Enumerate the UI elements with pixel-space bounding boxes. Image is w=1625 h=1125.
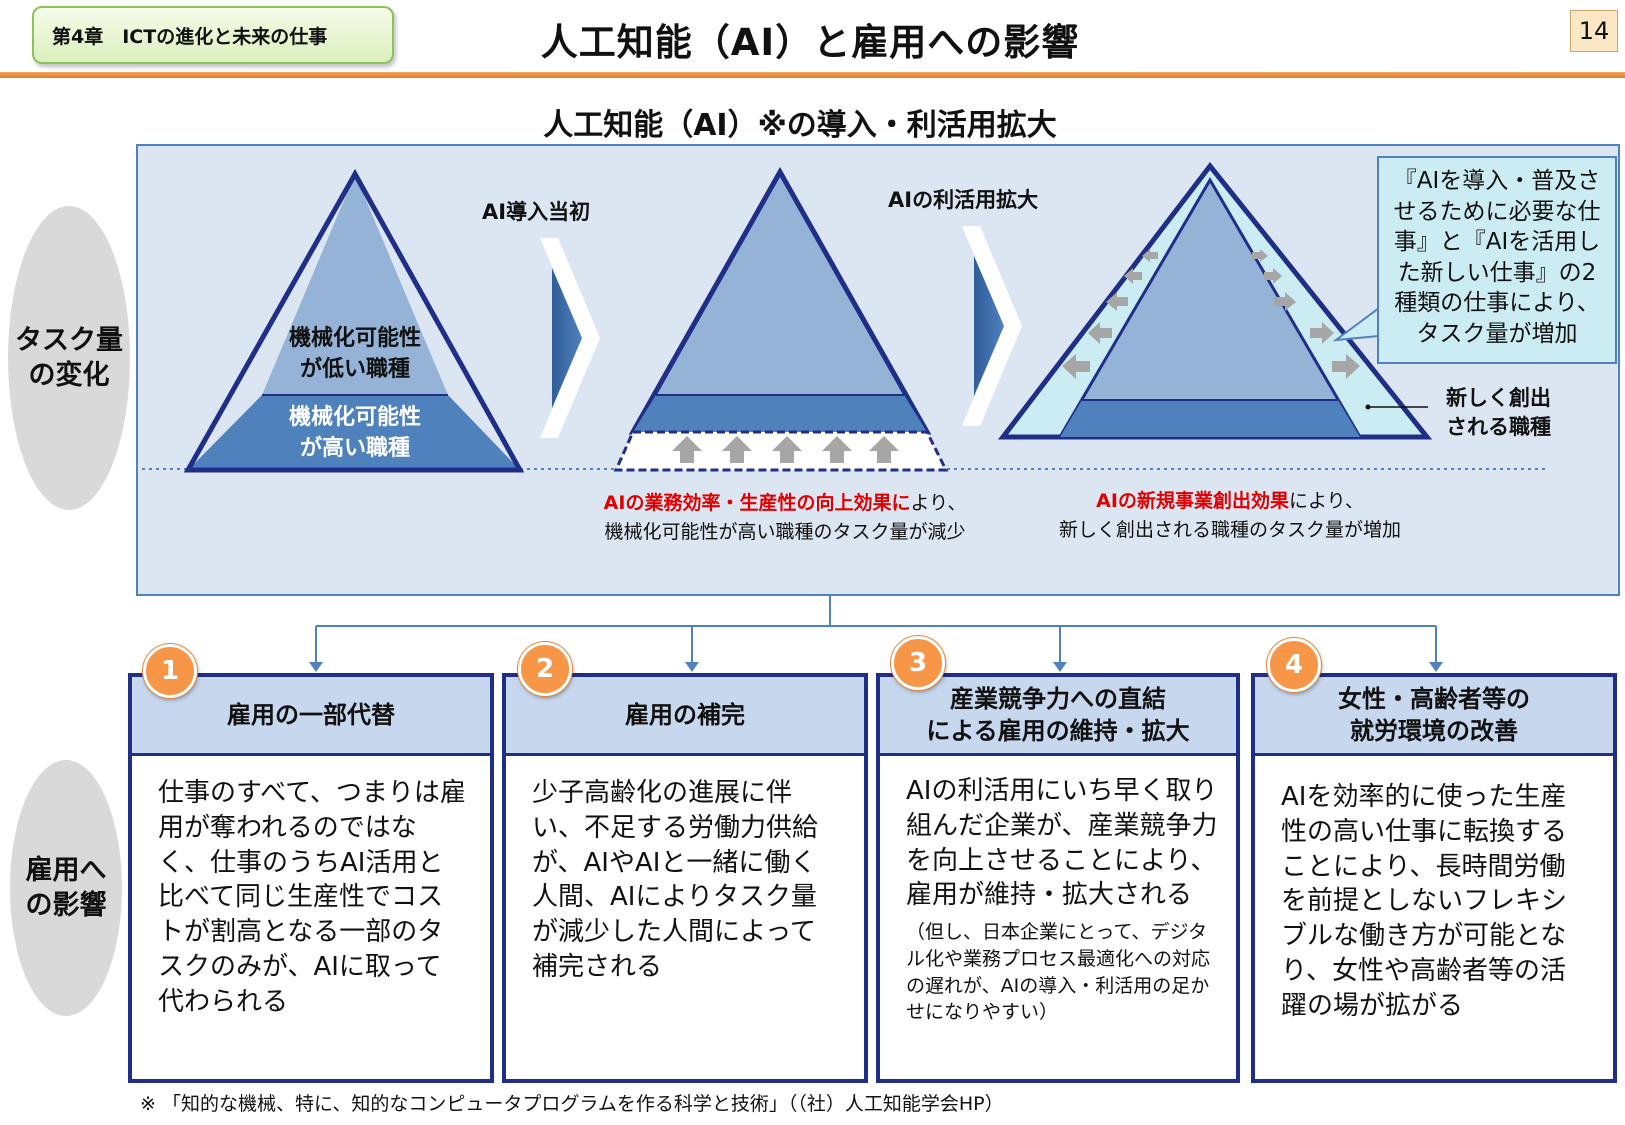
caption-new-business: AIの新規事業創出効果により、 新しく創出される職種のタスク量が増加 [1020, 487, 1440, 544]
left-arrow-icon [1124, 268, 1142, 284]
pyramid-high-automation-label: 機械化可能性 が高い職種 [288, 405, 421, 461]
down-arrow-icon [1053, 662, 1067, 672]
left-arrow-icon [1088, 322, 1112, 344]
pyramid-low-automation-label: 機械化可能性 が低い職種 [288, 326, 421, 382]
impact-card-body: AIの利活用にいち早く取り組んだ企業が、産業競争力を向上させることにより、雇用が… [906, 776, 1218, 911]
up-arrow-icon [822, 436, 852, 463]
callout-pointer [1332, 306, 1380, 342]
page-title: 人工知能（AI）と雇用への影響 [540, 21, 1080, 64]
right-arrow-icon [1252, 249, 1268, 262]
connector-lines [315, 596, 1437, 666]
caption-new-business-rest: により、 [1288, 490, 1364, 512]
footnote: ※ 「知的な機械、特に、知的なコンピュータプログラムを作る科学と技術」（（社）人… [140, 1093, 1004, 1115]
impact-card-title: 雇用の補完 [506, 677, 864, 756]
caption-efficiency-rest: より、 [910, 492, 967, 514]
caption-new-business-line2: 新しく創出される職種のタスク量が増加 [1058, 518, 1401, 541]
pyramid-expanded [997, 161, 1433, 440]
impact-card-body: 少子高齢化の進展に伴い、不足する労働力供給が、AIやAIと一緒に働く人間、AIに… [532, 778, 819, 983]
up-arrow-icon [772, 436, 802, 463]
number-badge-2: 2 [518, 642, 572, 696]
caption-efficiency-line2: 機械化可能性が高い職種のタスク量が減少 [604, 520, 966, 543]
header-divider [0, 72, 1625, 78]
up-arrow-icon [869, 436, 899, 463]
expansion-arrows [1062, 249, 1360, 379]
impact-card-body: AIを効率的に使った生産性の高い仕事に転換することにより、長時間労働を前提としな… [1281, 782, 1568, 1021]
right-arrow-icon [1274, 292, 1296, 311]
impact-card-2: 雇用の補完 少子高齢化の進展に伴い、不足する労働力供給が、AIやAIと一緒に働く… [502, 673, 868, 1083]
down-arrow-icon [685, 662, 699, 672]
left-arrow-icon [1106, 292, 1128, 311]
pyramid-after-adoption [613, 166, 949, 472]
stage-expansion-label: AIの利活用拡大 [888, 188, 1039, 212]
connector-arrowheads [309, 662, 1443, 672]
impact-side-label: 雇用へ の影響 [10, 760, 122, 1016]
pyramid-initial [183, 168, 525, 473]
impact-card-1: 雇用の一部代替 仕事のすべて、つまりは雇用が奪われるのではなく、仕事のうちAI活… [128, 673, 494, 1083]
caption-efficiency: AIの業務効率・生産性の向上効果により、 機械化可能性が高い職種のタスク量が減少 [560, 489, 1010, 546]
impact-card-4: 女性・高齢者等の 就労環境の改善 AIを効率的に使った生産性の高い仕事に転換する… [1251, 673, 1617, 1083]
number-badge-4: 4 [1267, 638, 1321, 692]
left-arrow-icon [1062, 354, 1090, 379]
decrease-arrows [672, 436, 899, 463]
impact-card-title: 女性・高齢者等の 就労環境の改善 [1255, 677, 1613, 756]
chapter-label: 第4章 ICTの進化と未来の仕事 [32, 6, 394, 64]
impact-card-note: （但し、日本企業にとって、デジタル化や業務プロセス最適化への対応の遅れが、AIの… [906, 921, 1211, 1024]
right-arrow-icon [1310, 322, 1334, 344]
left-arrow-icon [1142, 249, 1158, 262]
up-arrow-icon [722, 436, 752, 463]
up-arrow-icon [672, 436, 702, 463]
number-badge-1: 1 [143, 644, 197, 698]
impact-card-body: 仕事のすべて、つまりは雇用が奪われるのではなく、仕事のうちAI活用と比べて同じ生… [158, 778, 466, 1017]
impact-card-3: 産業競争力への直結 による雇用の維持・拡大 AIの利活用にいち早く取り組んだ企業… [876, 673, 1240, 1083]
caption-new-business-highlight: AIの新規事業創出効果 [1096, 490, 1289, 512]
stage-initial-label: AI導入当初 [482, 200, 591, 224]
impact-card-title: 雇用の一部代替 [132, 677, 490, 756]
task-increase-callout: 『AIを導入・普及させるために必要な仕事』と『AIを活用した新しい仕事』の2種類… [1377, 156, 1617, 364]
task-change-side-label: タスク量 の変化 [8, 206, 130, 510]
number-badge-3: 3 [891, 636, 945, 690]
down-arrow-icon [309, 662, 323, 672]
page-number: 14 [1570, 10, 1618, 52]
right-arrow-icon [1264, 268, 1282, 284]
right-arrow-icon [1332, 354, 1360, 379]
down-arrow-icon [1429, 662, 1443, 672]
caption-efficiency-highlight: AIの業務効率・生産性の向上効果に [603, 492, 911, 514]
impact-card-title: 産業競争力への直結 による雇用の維持・拡大 [880, 677, 1236, 756]
chevron-arrow-1-icon [540, 238, 600, 438]
new-jobs-label: 新しく創出 される職種 [1446, 386, 1551, 440]
chevron-arrow-2-icon [962, 226, 1022, 426]
new-jobs-leader-dot [1365, 404, 1371, 410]
task-section-title: 人工知能（AI）※の導入・利活用拡大 [543, 108, 1057, 143]
